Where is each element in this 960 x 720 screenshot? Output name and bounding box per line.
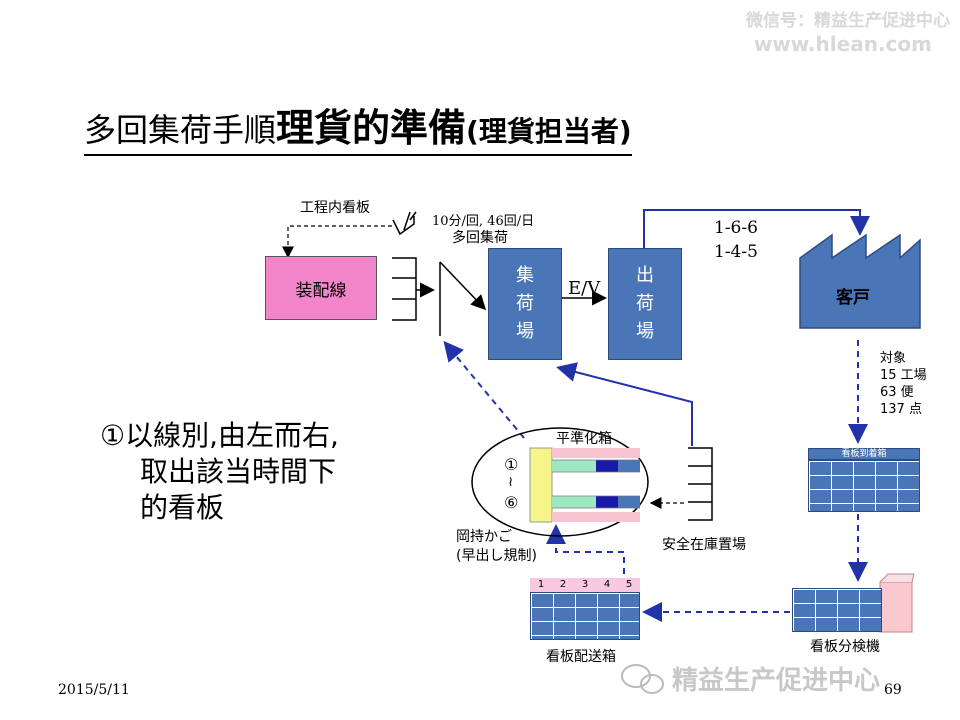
- title-part2: 理貨的準備: [276, 106, 467, 150]
- watermark-bottom: 精益生产促进中心: [672, 666, 881, 696]
- instruction-line2: 取出該当時間下: [140, 455, 337, 488]
- frequency-label: 10分/回, 46回/日: [432, 214, 535, 229]
- instruction-line3: 的看板: [140, 491, 225, 524]
- dispatch-box-label: 看板配送箱: [546, 649, 616, 665]
- customer-label: 客戸: [836, 288, 870, 308]
- instruction-line1: ①以線別,由左而右,: [100, 419, 339, 452]
- watermark-url: www.hlean.com: [753, 32, 932, 56]
- title-part3: (理貨担当者): [466, 115, 632, 148]
- kanban-sorter: [792, 588, 882, 632]
- watermark-wechat: 微信号：精益生产促进中心: [746, 11, 950, 31]
- circle-one: ①: [504, 455, 519, 474]
- wechat-icon: [621, 664, 664, 694]
- footer-date: 2015/5/11: [58, 682, 130, 698]
- kanban-arrival-label: 看板到着箱: [808, 448, 920, 460]
- sorter-label: 看板分検機: [810, 639, 880, 655]
- collection-area-box: 集荷場: [488, 248, 562, 360]
- instruction-text: ①以線別,由左而右, 取出該当時間下 的看板: [100, 418, 339, 526]
- kanban-arrival-box: 看板到着箱: [808, 448, 920, 512]
- post-basket-label: 岡持かご: [456, 529, 512, 545]
- kanban-post-icon: [392, 211, 417, 236]
- ev-label: E/V: [568, 278, 601, 299]
- route-line2: 1-4-5: [714, 242, 758, 262]
- slide-title: 多回集荷手順理貨的準備(理貨担当者): [84, 108, 632, 156]
- target-block: 対象 15 工場 63 便 137 点: [880, 351, 927, 417]
- title-part1: 多回集荷手順: [84, 111, 277, 149]
- early-regulation-label: (早出し規制): [456, 548, 537, 564]
- safety-stock-label: 安全在庫置場: [662, 537, 746, 553]
- shipping-area-box: 出荷場: [608, 248, 682, 360]
- route-line1: 1-6-6: [714, 218, 758, 238]
- circle-range: ≀: [508, 474, 514, 490]
- safety-stock-rack: [688, 447, 713, 521]
- kanban-in-process-label: 工程内看板: [300, 200, 370, 216]
- circle-six: ⑥: [504, 493, 519, 512]
- multi-collection-label: 多回集荷: [452, 230, 508, 246]
- kanban-rack-1: [392, 257, 417, 321]
- assembly-line-box: 装配線: [265, 256, 377, 320]
- leveling-box-label: 平準化箱: [556, 431, 612, 447]
- factory-icon: [799, 233, 921, 329]
- leveling-ellipse: [471, 427, 649, 537]
- page-number: 69: [884, 682, 902, 698]
